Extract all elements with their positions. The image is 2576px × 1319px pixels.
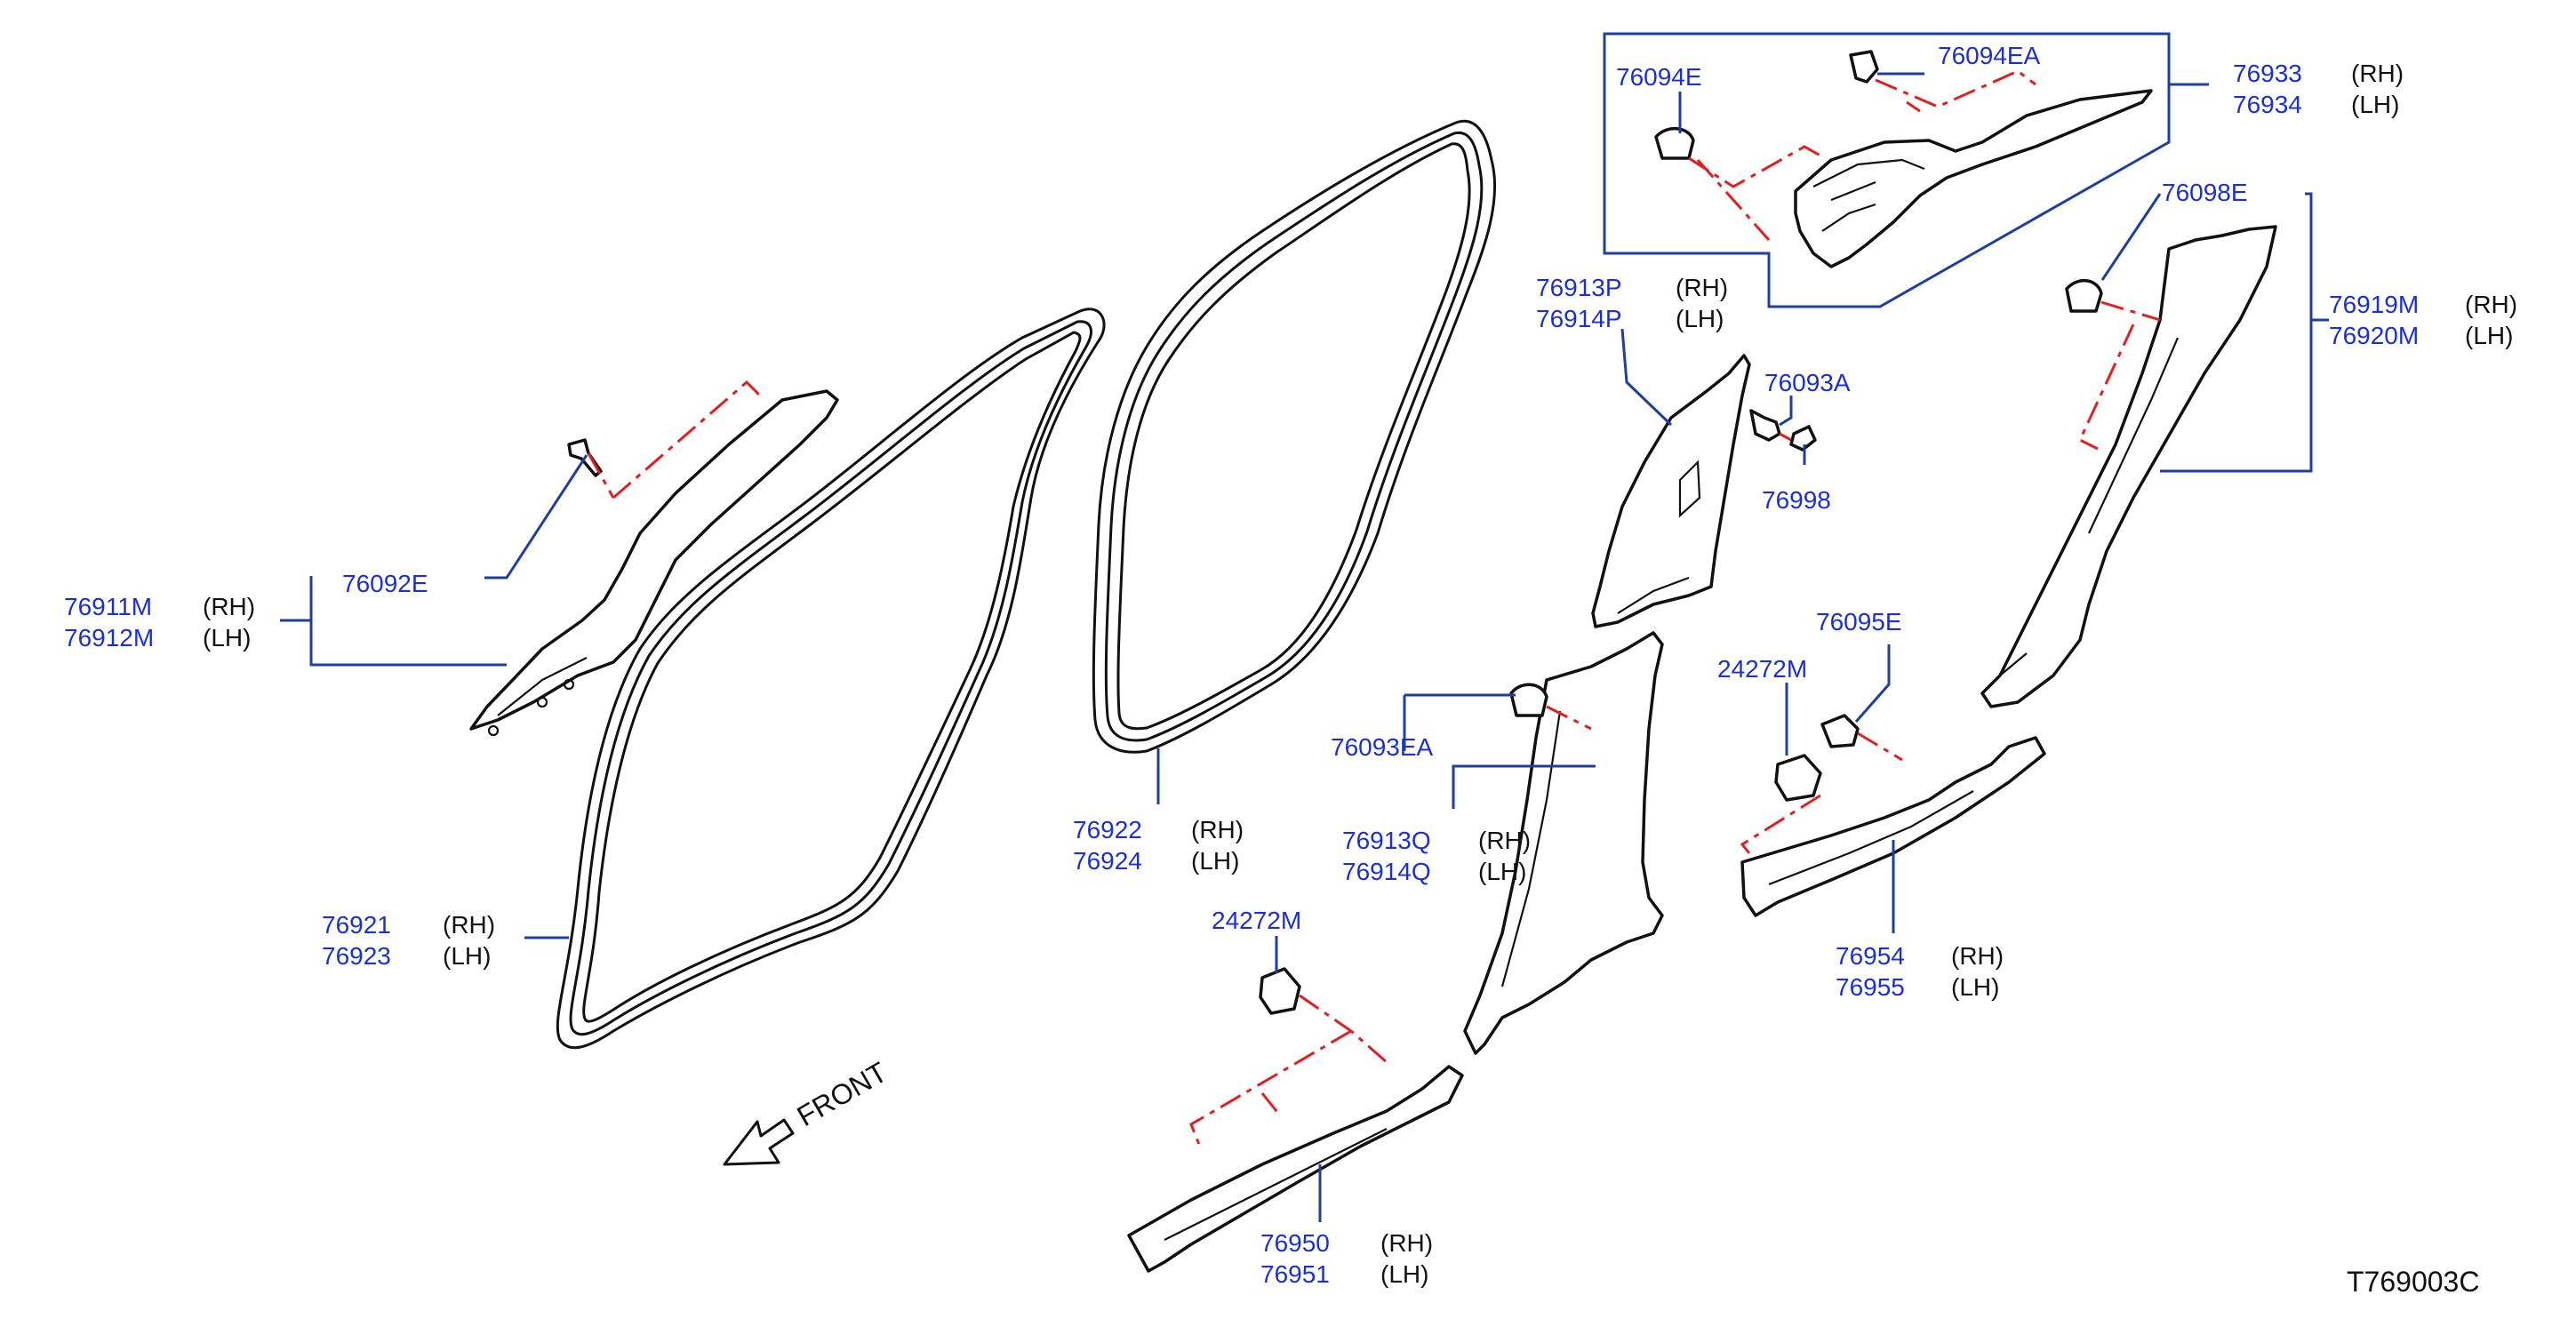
- side-76934: (LH): [2351, 91, 2399, 118]
- label-76098E: 76098E: [2162, 179, 2248, 206]
- label-76923: 76923: [322, 942, 391, 970]
- front-direction-indicator: FRONT: [723, 1056, 892, 1166]
- label-76951: 76951: [1260, 1260, 1330, 1288]
- label-76094EA: 76094EA: [1938, 42, 2041, 69]
- label-76093EA: 76093EA: [1331, 733, 1434, 761]
- side-76950: (RH): [1380, 1229, 1433, 1257]
- diagram-code: T769003C: [2347, 1266, 2479, 1298]
- clip-24272M-rear: [1774, 754, 1822, 802]
- side-76912M: (LH): [203, 624, 251, 652]
- label-76912M: 76912M: [64, 624, 154, 652]
- alignment-lines: [587, 69, 2161, 1147]
- rear-pillar-lower-garnish: [1980, 225, 2277, 708]
- side-76921: (RH): [443, 911, 495, 939]
- label-76921: 76921: [322, 911, 391, 939]
- side-76913Q: (RH): [1478, 827, 1531, 854]
- label-76924: 76924: [1073, 847, 1142, 875]
- label-76911M: 76911M: [64, 593, 152, 620]
- clip-76094EA: [1849, 50, 1879, 84]
- side-76911M: (RH): [203, 593, 255, 620]
- label-76914P: 76914P: [1536, 305, 1622, 332]
- front-arrow-icon: [723, 1118, 795, 1166]
- side-76924: (LH): [1191, 847, 1239, 875]
- label-76095E: 76095E: [1816, 608, 1902, 636]
- label-76955: 76955: [1836, 973, 1905, 1001]
- side-76933: (RH): [2351, 60, 2404, 87]
- center-pillar-lower-garnish: [1463, 631, 1664, 1055]
- callout-labels: 76092E 76911M (RH) 76912M (LH) 76921 (RH…: [64, 42, 2517, 1288]
- clip-24272M-front: [1259, 967, 1301, 1015]
- side-76951: (LH): [1380, 1260, 1428, 1288]
- rear-kicking-plate: [1740, 736, 2046, 917]
- label-24272M-front: 24272M: [1212, 907, 1301, 934]
- side-76919M: (RH): [2465, 291, 2517, 318]
- clip-76098E: [2065, 279, 2103, 313]
- center-pillar-upper-garnish: [1591, 354, 1751, 628]
- label-76914Q: 76914Q: [1342, 858, 1431, 885]
- label-76934: 76934: [2233, 91, 2302, 118]
- label-76094E: 76094E: [1616, 63, 1702, 91]
- rear-pillar-upper-garnish: [1794, 89, 2153, 268]
- clip-76998: [1789, 425, 1817, 452]
- front-door-weatherstrip: [556, 308, 1106, 1050]
- leader-lines: [280, 32, 2329, 1222]
- rear-door-weatherstrip: [1092, 119, 1497, 754]
- label-76933: 76933: [2233, 60, 2302, 87]
- label-76950: 76950: [1260, 1229, 1330, 1257]
- label-76998: 76998: [1762, 486, 1831, 514]
- side-76914Q: (LH): [1478, 858, 1526, 885]
- label-76919M: 76919M: [2329, 291, 2419, 318]
- side-76920M: (LH): [2465, 322, 2513, 349]
- clip-76095E: [1820, 714, 1860, 748]
- side-76955: (LH): [1951, 973, 1999, 1001]
- side-76913P: (RH): [1676, 274, 1728, 301]
- label-76922: 76922: [1073, 816, 1142, 843]
- front-label: FRONT: [792, 1056, 892, 1132]
- front-kicking-plate: [1127, 1065, 1464, 1273]
- side-76923: (LH): [443, 942, 491, 970]
- front-pillar-garnish: [469, 389, 839, 737]
- clip-76093EA: [1509, 683, 1548, 717]
- label-76913Q: 76913Q: [1342, 827, 1431, 854]
- side-76954: (RH): [1951, 942, 2004, 970]
- side-76914P: (LH): [1676, 305, 1724, 332]
- label-76093A: 76093A: [1764, 369, 1851, 396]
- label-76092E: 76092E: [342, 570, 428, 597]
- bolt-76093A: [1749, 409, 1781, 442]
- label-76954: 76954: [1836, 942, 1905, 970]
- label-76920M: 76920M: [2329, 322, 2419, 349]
- clip-76094E: [1654, 127, 1695, 160]
- label-24272M-rear: 24272M: [1717, 655, 1807, 683]
- label-76913P: 76913P: [1536, 274, 1622, 301]
- side-76922: (RH): [1191, 816, 1244, 843]
